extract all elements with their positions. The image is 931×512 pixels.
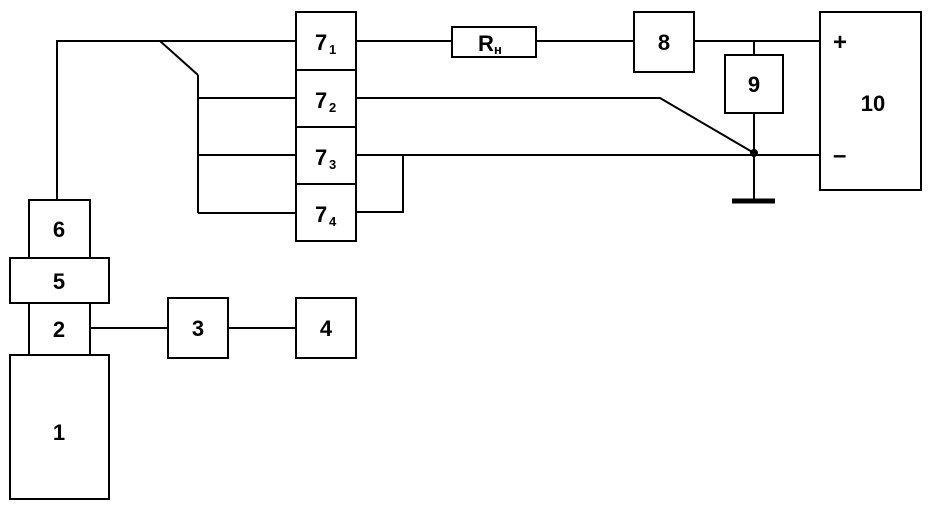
block-2-label: 2: [53, 317, 65, 342]
block-7-3: 7 3: [295, 126, 357, 185]
block-4-label: 4: [320, 316, 333, 341]
wire-7-3-7-4-loop: [356, 155, 404, 213]
block-7-4: 7 4: [295, 183, 357, 242]
block-6-label: 6: [53, 217, 65, 242]
block-7-3-label: 7: [315, 145, 327, 170]
block-10-source: 10 + –: [819, 11, 922, 191]
block-4: 4: [295, 297, 357, 359]
block-3-label: 3: [192, 316, 204, 341]
resistor-subscript: н: [494, 42, 502, 57]
block-3: 3: [167, 297, 229, 359]
source-minus-terminal: –: [833, 142, 846, 169]
wire-7-2-switch: [356, 97, 755, 154]
block-7-1-label: 7: [315, 30, 327, 55]
source-plus-terminal: +: [833, 29, 847, 56]
block-7-2-subscript: 2: [329, 100, 336, 115]
wire-switch-diagonal: [159, 40, 199, 76]
block-7-1: 7 1: [295, 11, 357, 71]
junction-node: [750, 149, 758, 157]
block-9-label: 9: [748, 72, 760, 97]
block-9: 9: [724, 54, 784, 114]
resistor-label: R: [478, 31, 494, 56]
block-7-1-subscript: 1: [329, 42, 336, 57]
resistor: R н: [451, 26, 537, 58]
block-10-label: 10: [861, 91, 885, 116]
block-1: 1: [9, 354, 110, 500]
wire-6-to-7-1: [56, 40, 296, 200]
block-7-4-subscript: 4: [329, 214, 337, 229]
block-1-label: 1: [53, 420, 65, 445]
block-7-4-label: 7: [315, 202, 327, 227]
block-7-2: 7 2: [295, 69, 357, 128]
block-8: 8: [633, 11, 695, 73]
block-6: 6: [28, 199, 91, 259]
block-5: 5: [9, 257, 110, 304]
block-8-label: 8: [658, 30, 670, 55]
block-7-3-subscript: 3: [329, 157, 336, 172]
wires: [56, 40, 820, 329]
block-7-2-label: 7: [315, 88, 327, 113]
block-2: 2: [28, 302, 91, 356]
block-5-label: 5: [53, 269, 65, 294]
